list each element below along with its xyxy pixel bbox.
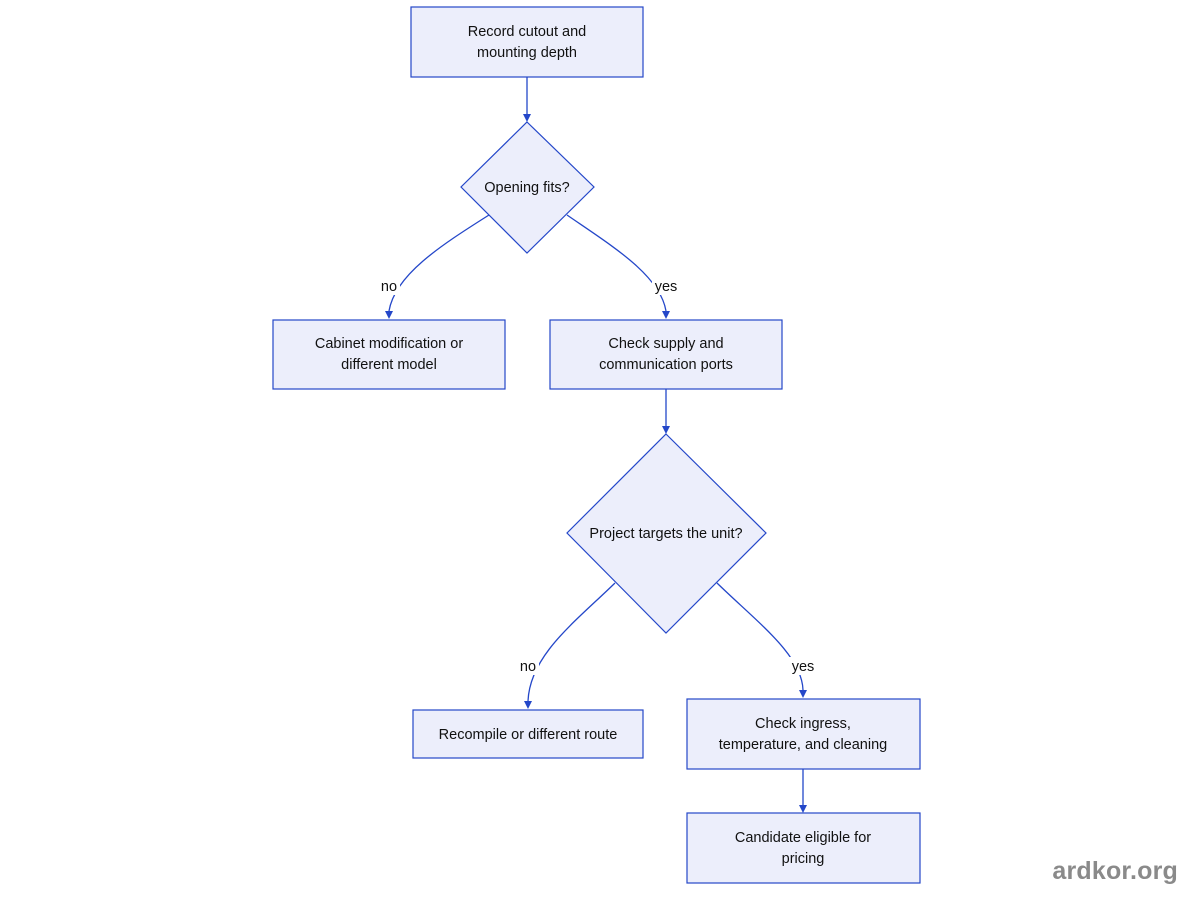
node-recompile: Recompile or different route [412,709,644,759]
node-record-cutout-line1: Record cutout and [468,24,587,40]
edge-label-opening-yes: yes [655,279,678,295]
edges [385,77,807,813]
node-cabinet-modification-line1: Cabinet modification or [315,336,463,352]
decision-project-targets: Project targets the unit? [566,433,767,634]
decision-opening-fits: Opening fits? [460,121,595,254]
arrowhead [523,114,531,122]
node-check-supply-line1: Check supply and [608,336,723,352]
edge-labels: no yes no yes [378,277,817,675]
arrowhead [799,805,807,813]
node-check-ingress-line1: Check ingress, [755,716,851,732]
arrowhead [524,701,532,709]
edge-label-project-yes: yes [792,659,815,675]
node-check-ingress-line2: temperature, and cleaning [719,737,887,753]
node-cabinet-modification: Cabinet modification or different model [272,319,506,390]
node-check-supply-line2: communication ports [599,357,733,373]
watermark: ardkor.org [1052,857,1178,885]
edge-label-opening-no: no [381,279,397,295]
edge-label-project-no: no [520,659,536,675]
node-check-supply: Check supply and communication ports [549,319,783,390]
node-cabinet-modification-line2: different model [341,357,437,373]
node-record-cutout-line2: mounting depth [477,45,577,61]
node-candidate-eligible: Candidate eligible for pricing [686,812,921,884]
arrowhead [662,426,670,434]
edge-project-yes [716,582,804,691]
node-candidate-eligible-line1: Candidate eligible for [735,830,871,846]
node-candidate-eligible-line2: pricing [782,851,825,867]
decision-project-targets-label: Project targets the unit? [589,526,742,542]
arrowhead [385,311,393,319]
node-recompile-label: Recompile or different route [439,727,618,743]
node-check-ingress: Check ingress, temperature, and cleaning [686,698,921,770]
node-record-cutout: Record cutout and mounting depth [410,6,644,78]
edge-opening-no [388,214,490,312]
arrowhead [799,690,807,698]
arrowhead [662,311,670,319]
decision-opening-fits-label: Opening fits? [484,180,569,196]
edge-opening-yes [566,214,667,312]
edge-project-no [527,582,616,702]
